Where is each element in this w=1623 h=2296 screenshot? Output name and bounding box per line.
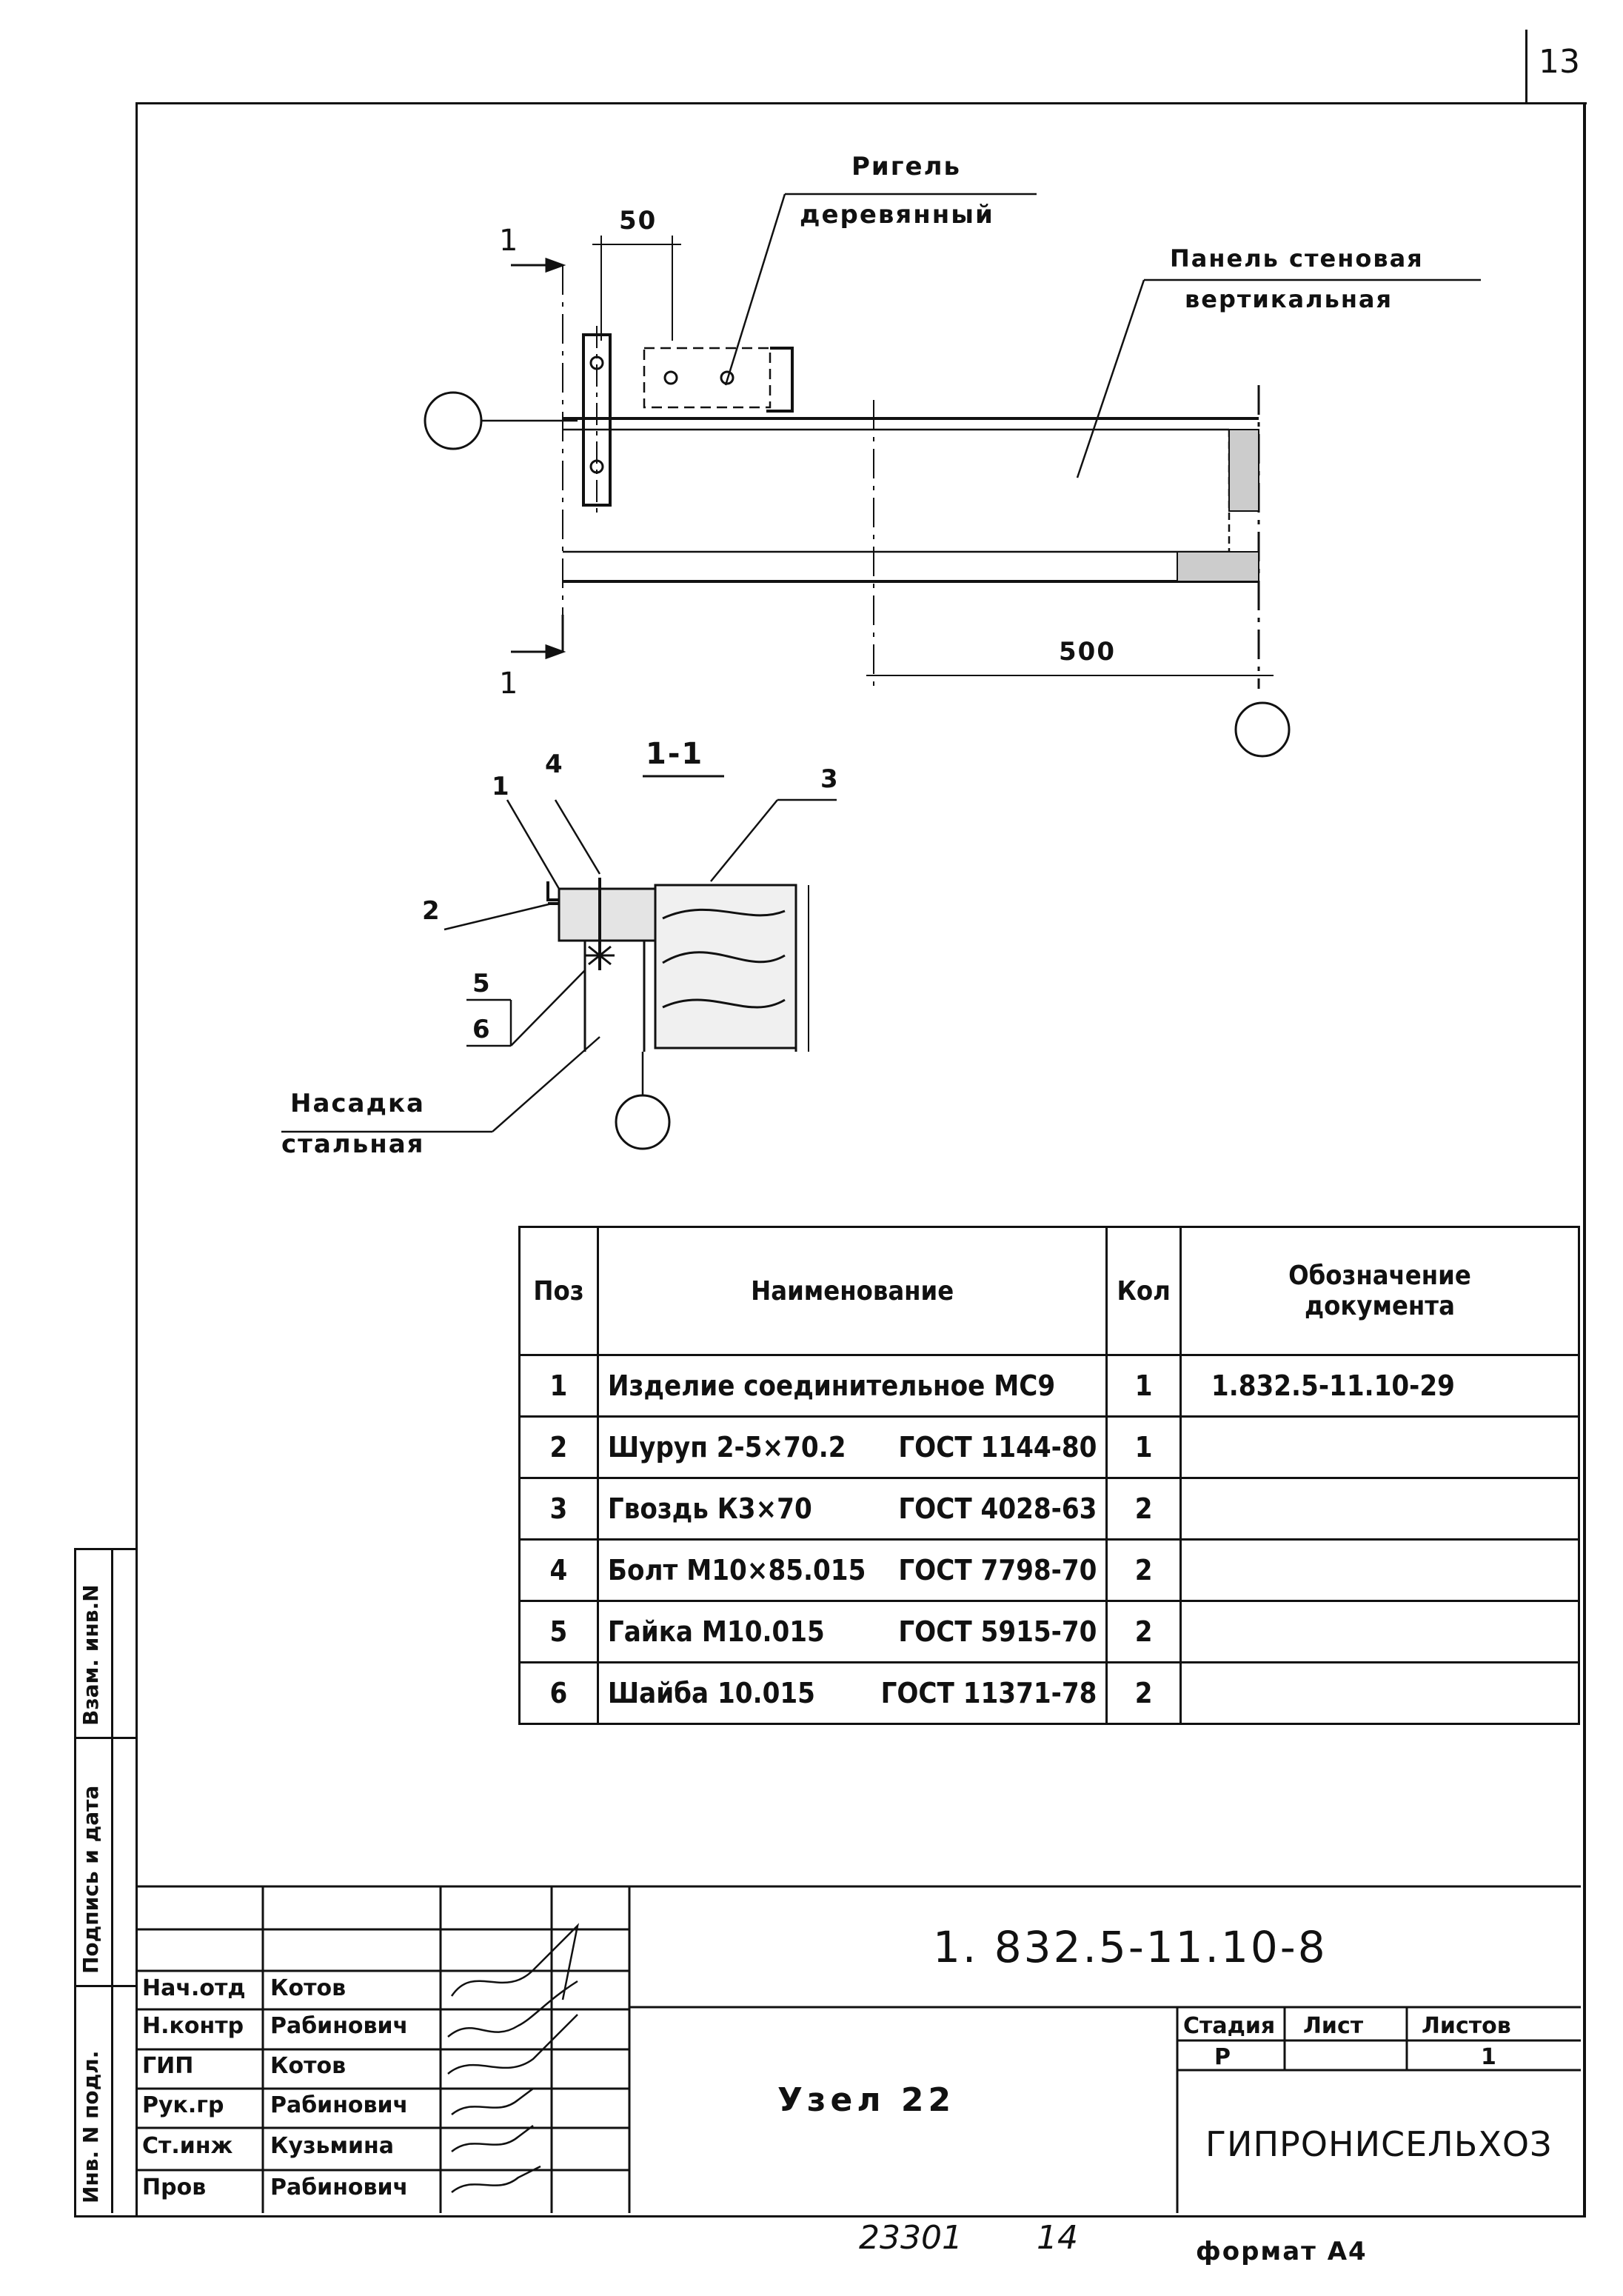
cell-gost-text: ГОСТ 7798-70 [898, 1554, 1097, 1586]
stage-label: Стадия [1183, 2013, 1276, 2039]
sheets-label: Листов [1422, 2013, 1511, 2039]
side-stamp-divider-1 [74, 1737, 135, 1739]
cell-qty: 2 [1105, 1661, 1182, 1725]
header-name: Наименование [596, 1226, 1108, 1356]
cell-name-text: Шуруп 2-5×70.2 [607, 1431, 846, 1464]
callout-2: 2 [422, 896, 441, 926]
signature-role: Нач.отд [142, 1975, 246, 2001]
signature-role: Пров [142, 2175, 207, 2200]
inventory-number: 23301 [859, 2219, 963, 2257]
cell-name-text: Гвоздь К3×70 [607, 1492, 812, 1525]
signature-marks [447, 1923, 580, 2193]
side-stamp-divider-2 [74, 1985, 135, 1987]
signature-role: Н.контр [142, 2013, 244, 2039]
section-mark-bottom: 1 [499, 667, 520, 701]
cell-gost-text: ГОСТ 5915-70 [898, 1615, 1097, 1648]
drawing-title: Узел 22 [777, 2081, 956, 2119]
cell-name-text: Болт М10×85.015 [607, 1554, 866, 1586]
assembly-drawing [281, 193, 1481, 1150]
section-title: 1-1 [646, 737, 704, 771]
cell-qty: 1 [1105, 1415, 1182, 1479]
cell-pos: 4 [518, 1538, 599, 1602]
copy-number: 14 [1037, 2219, 1078, 2257]
callout-1: 1 [492, 772, 511, 801]
cell-qty: 1 [1105, 1354, 1182, 1418]
side-stamp [74, 1548, 138, 2217]
cell-name: Шуруп 2-5×70.2 ГОСТ 1144-80 [596, 1415, 1108, 1479]
cell-name-text: Гайка М10.015 [607, 1615, 825, 1648]
panel-label-line1: Панель стеновая [1170, 244, 1424, 273]
header-doc-line1: Обозначение [1288, 1261, 1471, 1291]
callout-4: 4 [545, 750, 564, 779]
stage-value: Р [1214, 2044, 1231, 2070]
page-number: 13 [1539, 43, 1580, 81]
header-doc-line2: документа [1304, 1291, 1455, 1321]
cell-qty: 2 [1105, 1600, 1182, 1663]
cell-qty: 2 [1105, 1538, 1182, 1602]
cell-gost-text: ГОСТ 11371-78 [880, 1677, 1097, 1709]
header-doc: Обозначение документа [1179, 1226, 1581, 1356]
cell-pos: 3 [518, 1477, 599, 1541]
signature-role: ГИП [142, 2053, 194, 2079]
signature-name: Рабинович [270, 2092, 409, 2118]
cell-doc [1179, 1415, 1581, 1479]
cell-gost-text: ГОСТ 1144-80 [898, 1431, 1097, 1464]
signature-name: Рабинович [270, 2175, 409, 2200]
rigel-label-line1: Ригель [851, 152, 961, 181]
sheet-label: Лист [1303, 2013, 1364, 2039]
cell-name: Гвоздь К3×70 ГОСТ 4028-63 [596, 1477, 1108, 1541]
cell-doc [1179, 1600, 1581, 1663]
document-code: 1. 832.5-11.10-8 [933, 1922, 1328, 1972]
cell-name: Шайба 10.015 ГОСТ 11371-78 [596, 1661, 1108, 1725]
cell-name-text: Изделие соединительное МС9 [607, 1369, 1056, 1402]
panel-label-line2: вертикальная [1185, 285, 1393, 313]
format-label: формат А4 [1196, 2237, 1368, 2266]
rigel-label-line2: деревянный [800, 200, 994, 230]
signature-role: Рук.гр [142, 2092, 224, 2118]
cell-qty: 2 [1105, 1477, 1182, 1541]
cell-pos: 6 [518, 1661, 599, 1725]
signature-name: Кузьмина [270, 2133, 394, 2159]
cell-pos: 2 [518, 1415, 599, 1479]
cell-name: Изделие соединительное МС9 [596, 1354, 1108, 1418]
dimension-50: 50 [619, 206, 657, 236]
cell-pos: 5 [518, 1600, 599, 1663]
cell-doc [1179, 1477, 1581, 1541]
section-mark-top: 1 [499, 224, 520, 258]
nasadka-label-line1: Насадка [290, 1089, 425, 1118]
cell-name-text: Шайба 10.015 [607, 1677, 815, 1709]
cell-doc [1179, 1538, 1581, 1602]
header-pos: Поз [518, 1226, 599, 1356]
callout-3: 3 [820, 764, 840, 794]
sheets-value: 1 [1481, 2044, 1496, 2070]
cell-pos: 1 [518, 1354, 599, 1418]
dimension-500: 500 [1059, 637, 1116, 667]
spec-header-row: Поз Наименование Кол Обозначение докумен… [518, 1226, 1581, 1356]
organization: ГИПРОНИСЕЛЬХОЗ [1205, 2124, 1553, 2164]
cell-doc [1179, 1661, 1581, 1725]
signature-role: Ст.инж [142, 2133, 233, 2159]
specification-table: Поз Наименование Кол Обозначение докумен… [518, 1226, 1581, 1725]
cell-gost-text: ГОСТ 4028-63 [898, 1492, 1097, 1525]
signature-name: Рабинович [270, 2013, 409, 2039]
cell-doc: 1.832.5-11.10-29 [1179, 1354, 1581, 1418]
cell-name: Болт М10×85.015 ГОСТ 7798-70 [596, 1538, 1108, 1602]
signature-name: Котов [270, 2053, 347, 2079]
callout-6: 6 [472, 1015, 492, 1044]
nasadka-label-line2: стальная [281, 1129, 425, 1159]
side-stamp-col-divider [111, 1548, 113, 2213]
signature-name: Котов [270, 1975, 347, 2001]
cell-name: Гайка М10.015 ГОСТ 5915-70 [596, 1600, 1108, 1663]
drawing-frame [135, 102, 1586, 2217]
callout-5: 5 [472, 969, 492, 998]
header-qty: Кол [1105, 1226, 1182, 1356]
